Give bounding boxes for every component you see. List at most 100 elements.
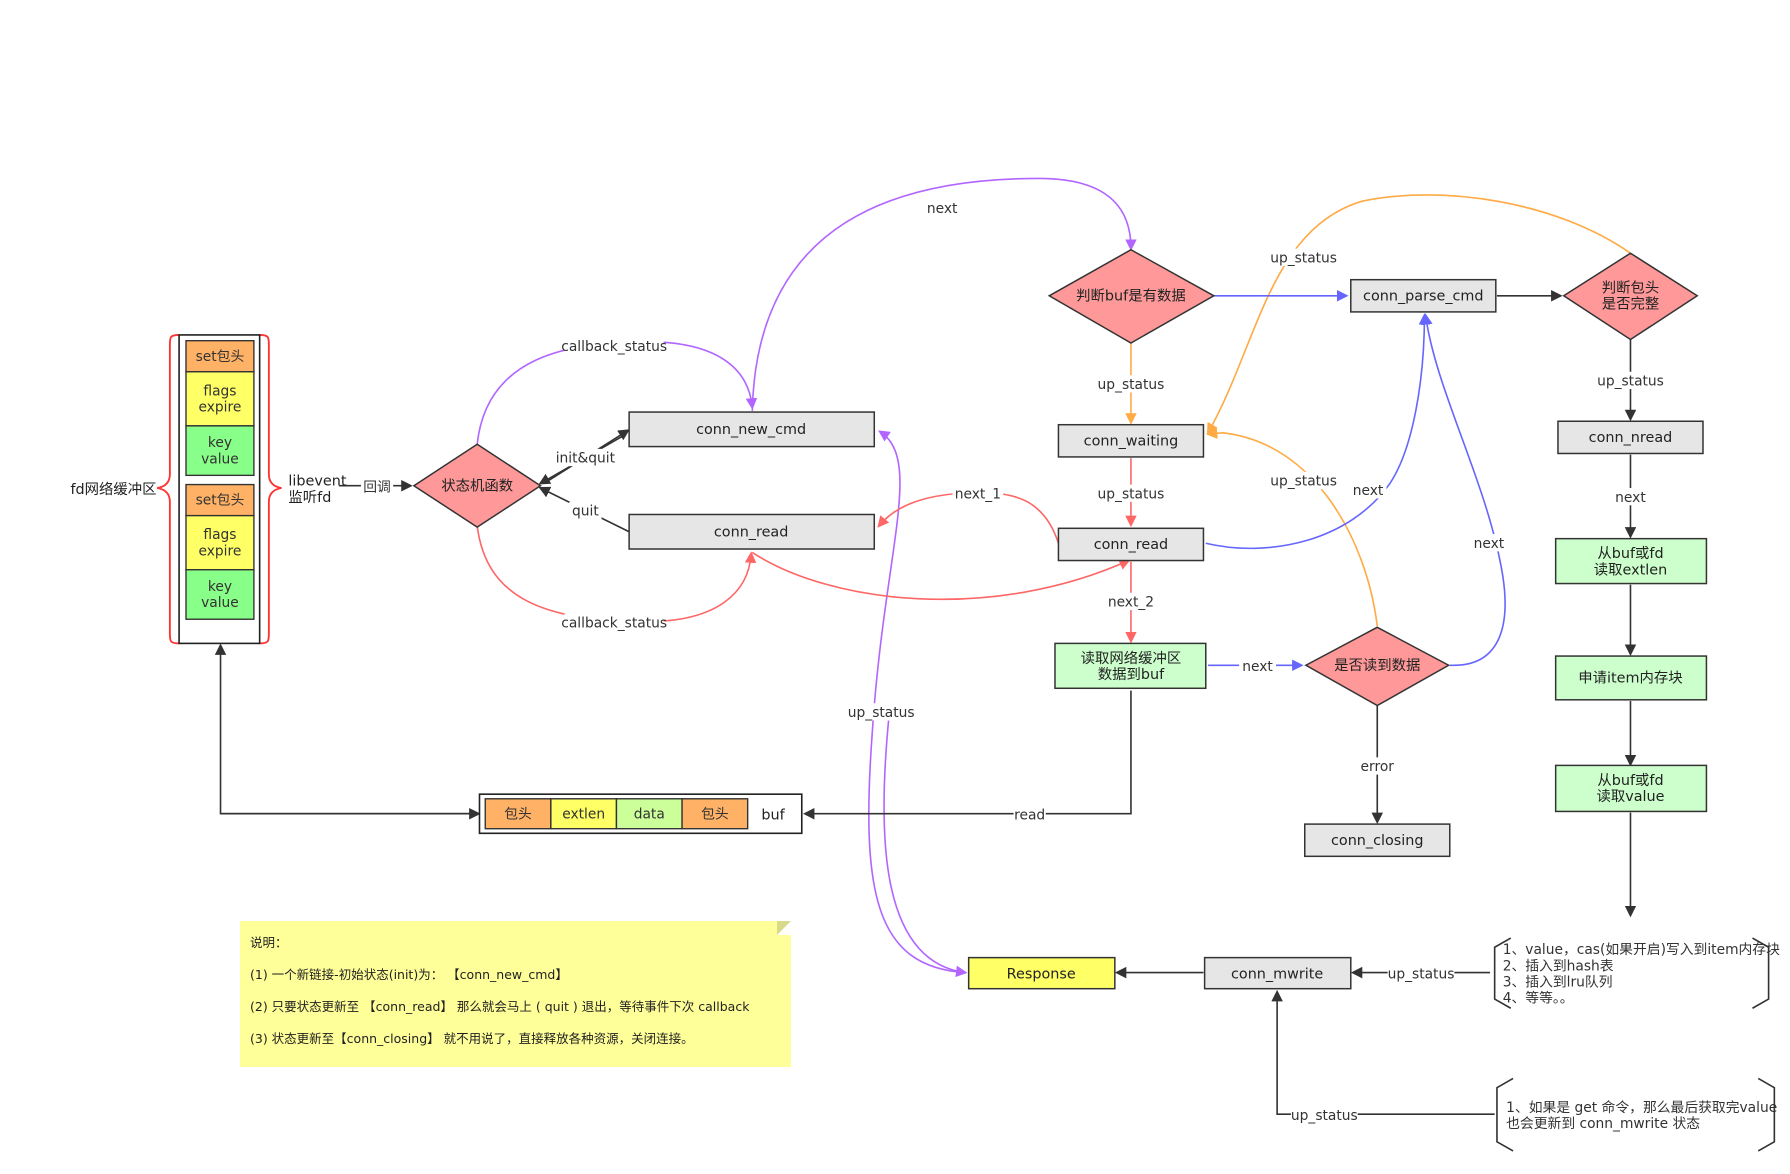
svg-text:error: error: [1361, 759, 1395, 775]
fd-segment-text: value: [201, 451, 239, 467]
buf-segment-text: data: [634, 806, 665, 822]
svg-text:up_status: up_status: [1098, 486, 1165, 502]
buf-segment: 包头: [681, 798, 749, 830]
edge-label-up-status-mwrite: up_status: [1388, 964, 1455, 982]
fd-segment-text: set包头: [196, 493, 245, 509]
edge-label-next-top: next: [923, 199, 961, 217]
svg-text:conn_nread: conn_nread: [1589, 430, 1673, 446]
node-conn-waiting[interactable]: conn_waiting: [1057, 423, 1205, 458]
edge-label-quit: quit: [569, 501, 602, 520]
node-conn-read-left[interactable]: conn_read: [628, 513, 876, 550]
buf-segment: 包头: [484, 798, 552, 830]
edge-label-callback-bottom: callback_status: [561, 613, 667, 631]
node-read-value[interactable]: 从buf或fd 读取value: [1554, 764, 1708, 813]
fd-segment-text: flags: [203, 527, 236, 543]
edge-buf-to-fd: [214, 643, 478, 815]
edge-label-callback: 回调: [360, 477, 394, 495]
node-read-net-buf[interactable]: 读取网络缓冲区 数据到buf: [1054, 642, 1207, 690]
node-response[interactable]: Response: [967, 956, 1116, 990]
edge-label-error: error: [1356, 757, 1398, 775]
svg-text:callback_status: callback_status: [561, 615, 667, 631]
node-judge-header[interactable]: 判断包头 是否完整: [1562, 252, 1699, 341]
right-brace: [259, 334, 282, 645]
edge-read-to-buf: [802, 690, 1132, 820]
svg-text:数据到buf: 数据到buf: [1098, 666, 1165, 683]
svg-text:是否完整: 是否完整: [1602, 295, 1660, 312]
edge-label-next-got-data: next: [1239, 657, 1276, 675]
node-judge-buf[interactable]: 判断buf是有数据: [1047, 248, 1216, 344]
fd-segment-text: flags: [203, 383, 236, 399]
get-note: 1、如果是 get 命令，那么最后获取完value 也会更新到 conn_mwr…: [1496, 1077, 1777, 1152]
edge-header-up-status: [1206, 194, 1631, 435]
write-step-1: 1、value，cas(如果开启)写入到item内存块: [1503, 942, 1780, 958]
node-conn-read[interactable]: conn_read: [1057, 527, 1205, 562]
fd-buffer-label: fd网络缓冲区: [70, 481, 156, 498]
edge-get-note-to-mwrite: [1271, 989, 1495, 1115]
edge-labels: next callback_status init&quit quit call…: [360, 199, 1664, 1124]
edge-got-data-up-status: [1205, 427, 1379, 627]
svg-text:conn_closing: conn_closing: [1331, 833, 1424, 849]
node-conn-new-cmd[interactable]: conn_new_cmd: [628, 411, 876, 448]
node-conn-parse-cmd[interactable]: conn_parse_cmd: [1350, 278, 1497, 313]
node-read-extlen[interactable]: 从buf或fd 读取extlen: [1554, 537, 1708, 585]
svg-text:next: next: [1242, 659, 1273, 675]
edge-got-data-next-to-parse: [1421, 313, 1506, 667]
note-title: 说明：: [250, 935, 288, 950]
node-conn-closing[interactable]: conn_closing: [1304, 823, 1451, 858]
edge-label-callback-top: callback_status: [561, 337, 667, 355]
edge-label-up-status-purple: up_status: [848, 703, 915, 721]
edge-label-next-1: next_1: [952, 484, 1004, 502]
svg-text:up_status: up_status: [1597, 374, 1664, 390]
write-step-4: 4、等等。。: [1503, 990, 1574, 1007]
buf-segment: extlen: [550, 798, 618, 830]
svg-text:申请item内存块: 申请item内存块: [1578, 670, 1682, 687]
svg-text:conn_new_cmd: conn_new_cmd: [696, 422, 806, 438]
edge-label-init-quit: init&quit: [554, 448, 617, 467]
svg-text:up_status: up_status: [1270, 474, 1337, 490]
explanation-note: 说明： (1) 一个新链接-初始状态(init)为： 【conn_new_cmd…: [240, 921, 791, 1067]
fd-buffer-segments: set包头flagsexpirekeyvalueset包头flagsexpire…: [185, 339, 255, 620]
svg-text:conn_mwrite: conn_mwrite: [1231, 966, 1323, 982]
svg-text:up_status: up_status: [1388, 966, 1455, 982]
node-got-data[interactable]: 是否读到数据: [1304, 626, 1451, 707]
note-fold-corner: [777, 921, 791, 935]
svg-text:init&quit: init&quit: [556, 451, 616, 467]
node-conn-mwrite[interactable]: conn_mwrite: [1203, 956, 1352, 990]
fd-segment-text: key: [208, 435, 232, 451]
buf-segments: 包头 extlen data 包头: [484, 798, 749, 830]
svg-text:读取网络缓冲区: 读取网络缓冲区: [1081, 650, 1182, 667]
fd-segment: set包头: [185, 339, 255, 373]
edge-label-next-2: next_2: [1105, 592, 1157, 611]
get-note-line-1: 1、如果是 get 命令，那么最后获取完value: [1506, 1099, 1777, 1116]
edge-label-up-status-orange-top: up_status: [1270, 248, 1337, 266]
edge-read-next-to-parse: [1205, 313, 1431, 550]
get-note-line-2: 也会更新到 conn_mwrite 状态: [1506, 1116, 1700, 1132]
svg-text:判断buf是有数据: 判断buf是有数据: [1076, 287, 1186, 304]
node-conn-nread[interactable]: conn_nread: [1557, 420, 1704, 455]
svg-text:读取extlen: 读取extlen: [1594, 561, 1667, 578]
node-state-machine[interactable]: 状态机函数: [412, 443, 542, 529]
node-alloc-item[interactable]: 申请item内存块: [1554, 655, 1708, 701]
svg-text:next_2: next_2: [1108, 595, 1154, 611]
svg-text:conn_read: conn_read: [714, 524, 788, 540]
note-line-2: (2) 只要状态更新至 【conn_read】 那么就会马上 ( quit ) …: [250, 999, 750, 1014]
edge-conn-read-left-to-right: [751, 551, 1131, 601]
svg-text:next_1: next_1: [955, 486, 1001, 502]
listen-label-line1: libevent: [288, 474, 346, 490]
edge-new-cmd-to-judge-buf: [751, 177, 1137, 411]
buf-segment: data: [615, 798, 683, 830]
svg-text:up_status: up_status: [1098, 377, 1165, 393]
edge-label-read: read: [1013, 805, 1046, 823]
svg-text:conn_parse_cmd: conn_parse_cmd: [1363, 288, 1484, 304]
fd-segment-text: set包头: [196, 349, 245, 365]
edge-label-next-nread: next: [1612, 488, 1649, 506]
edge-label-up-status-header: up_status: [1597, 371, 1664, 390]
svg-text:判断包头: 判断包头: [1602, 279, 1660, 296]
buf-segment-text: extlen: [562, 806, 605, 822]
svg-text:quit: quit: [572, 504, 599, 520]
edge-response-up-status-head: [883, 713, 968, 978]
state-machine-label: 状态机函数: [441, 477, 513, 494]
